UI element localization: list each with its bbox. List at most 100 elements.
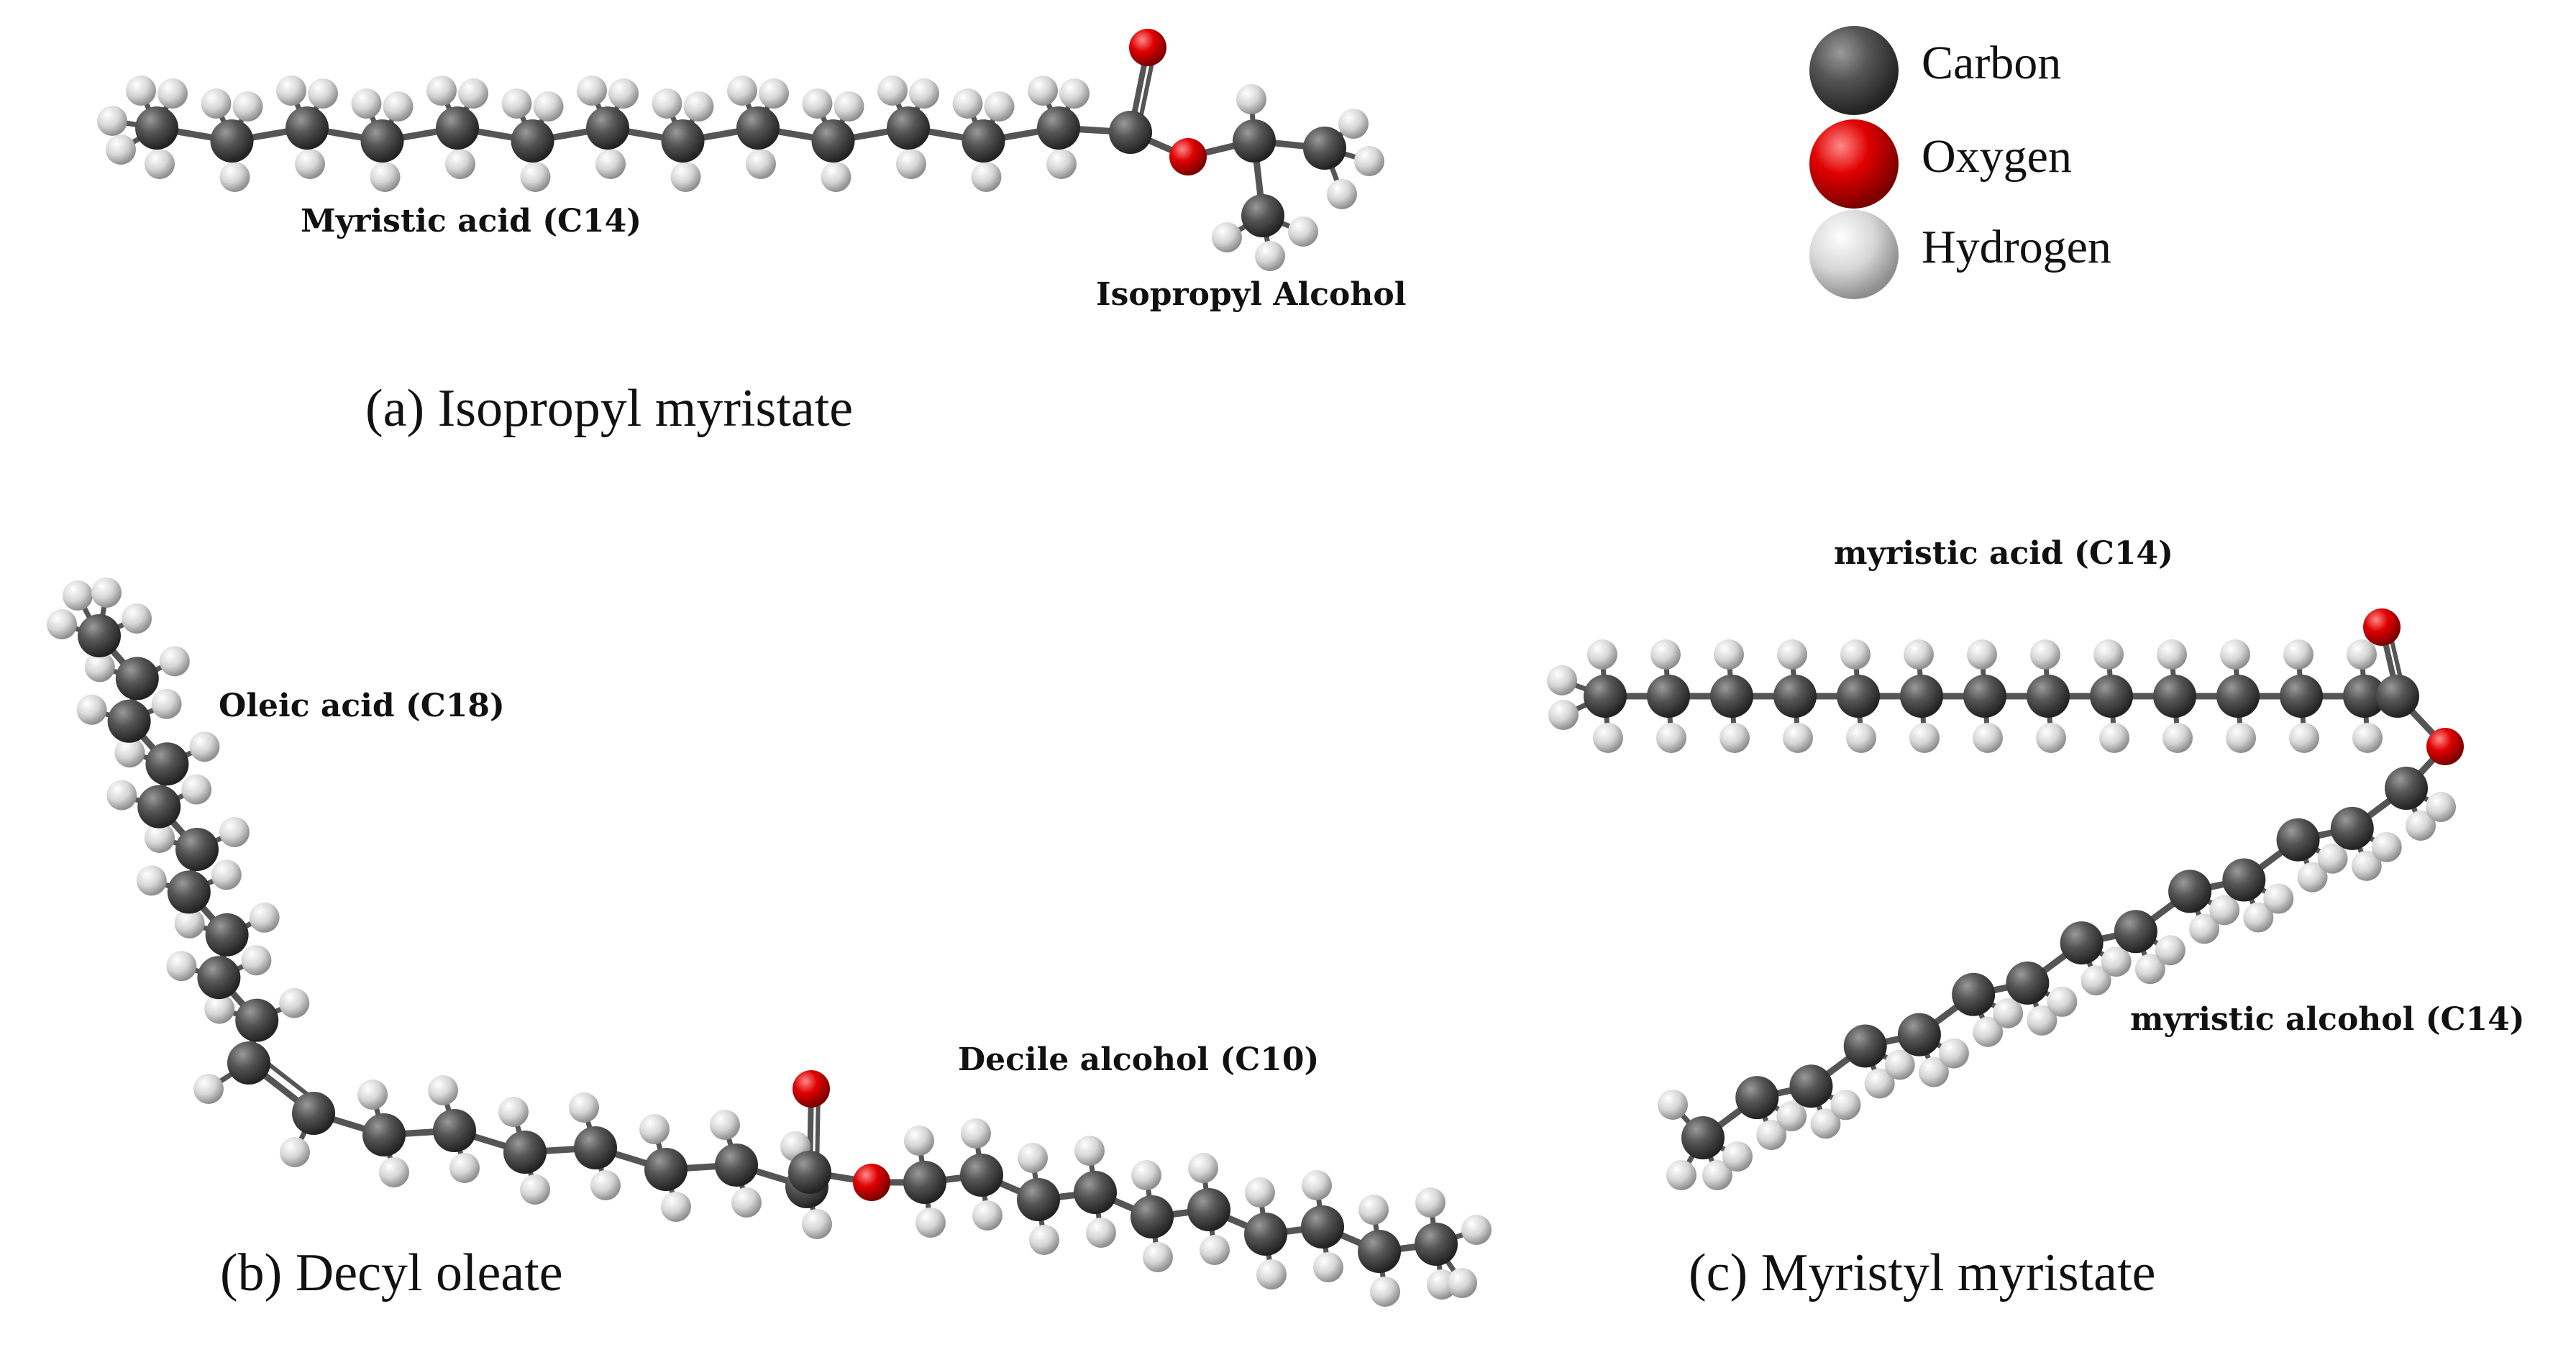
carbon-atom <box>1681 1116 1725 1159</box>
hydrogen-atom <box>2155 935 2186 966</box>
hydrogen-atom <box>458 78 488 109</box>
carbon-atom <box>360 119 404 163</box>
carbon-atom <box>1301 1205 1344 1249</box>
hydrogen-atom <box>2371 831 2402 862</box>
hydrogen-atom <box>1288 216 1318 247</box>
hydrogen-atom <box>201 88 232 119</box>
legend-swatch-oxygen <box>1809 119 1899 209</box>
hydrogen-atom <box>219 817 250 847</box>
carbon-atom <box>644 1148 688 1191</box>
carbon-atom <box>2276 818 2320 862</box>
caption-a: (a) Isopropyl myristate <box>365 379 854 438</box>
hydrogen-atom <box>2162 723 2193 753</box>
hydrogen-atom <box>145 823 175 853</box>
hydrogen-atom <box>1143 1242 1173 1272</box>
carbon-atom <box>175 828 219 871</box>
legend-label-hydrogen: Hydrogen <box>1922 221 2111 273</box>
hydrogen-atom <box>909 78 939 109</box>
hydrogen-atom <box>370 162 401 192</box>
hydrogen-atom <box>193 1074 224 1104</box>
label-isopropyl-alcohol: Isopropyl Alcohol <box>1096 276 1407 313</box>
carbon-atom <box>107 699 151 743</box>
hydrogen-atom <box>1909 723 1940 753</box>
carbon-atom <box>2343 675 2386 718</box>
carbon-atom <box>887 106 930 150</box>
hydrogen-atom <box>295 149 325 179</box>
carbon-atom <box>197 956 241 1000</box>
hydrogen-atom <box>1846 723 1876 753</box>
hydrogen-atom <box>2220 639 2250 670</box>
hydrogen-atom <box>1783 723 1813 753</box>
carbon-atom <box>788 1151 831 1194</box>
hydrogen-atom <box>731 1187 762 1218</box>
carbon-atom <box>235 998 279 1042</box>
carbon-atom <box>2027 675 2070 718</box>
hydrogen-atom <box>683 91 714 122</box>
hydrogen-atom <box>1776 1101 1807 1132</box>
hydrogen-atom <box>727 76 757 106</box>
carbon-atom <box>1584 675 1627 718</box>
hydrogen-atom <box>1415 1187 1445 1218</box>
oxygen-atom <box>2426 728 2464 765</box>
hydrogen-atom <box>984 91 1015 122</box>
atoms-layer <box>47 29 2464 1307</box>
hydrogen-atom <box>219 162 250 192</box>
label-oleic-acid: Oleic acid (C18) <box>219 688 505 724</box>
hydrogen-atom <box>2351 850 2382 881</box>
legend-swatch-carbon <box>1809 26 1899 115</box>
hydrogen-atom <box>1702 1160 1732 1190</box>
carbon-atom <box>1843 1024 1887 1068</box>
hydrogen-atom <box>1918 1056 1949 1087</box>
hydrogen-atom <box>426 76 457 106</box>
label-myristic-acid-a: Myristic acid (C14) <box>301 203 642 239</box>
hydrogen-atom <box>1327 179 1357 209</box>
oxygen-atom <box>853 1164 890 1201</box>
carbon-atom <box>292 1092 335 1135</box>
hydrogen-atom <box>1028 76 1058 106</box>
hydrogen-atom <box>1245 1177 1275 1208</box>
hydrogen-atom <box>2226 723 2256 753</box>
hydrogen-atom <box>2289 723 2319 753</box>
hydrogen-atom <box>972 1200 1002 1231</box>
hydrogen-atom <box>106 780 137 811</box>
carbon-atom <box>1017 1178 1060 1221</box>
hydrogen-atom <box>1840 639 1871 670</box>
hydrogen-atom <box>802 88 833 119</box>
carbon-atom <box>2280 675 2323 718</box>
hydrogen-atom <box>595 149 626 179</box>
carbon-atom <box>137 785 181 829</box>
carbon-atom <box>167 870 211 914</box>
hydrogen-atom <box>1074 1136 1105 1166</box>
hydrogen-atom <box>2209 895 2240 926</box>
hydrogen-atom <box>1656 723 1686 753</box>
carbon-atom <box>1241 194 1284 237</box>
hydrogen-atom <box>1086 1218 1116 1248</box>
hydrogen-atom <box>1864 1068 1895 1099</box>
hydrogen-atom <box>84 652 115 683</box>
hydrogen-atom <box>639 1114 670 1144</box>
carbon-atom <box>1303 127 1346 170</box>
hydrogen-atom <box>91 578 122 608</box>
hydrogen-atom <box>1358 1195 1389 1225</box>
hydrogen-atom <box>915 1208 946 1238</box>
carbon-atom <box>960 1154 1003 1197</box>
carbon-atom <box>1037 106 1080 150</box>
hydrogen-atom <box>971 162 1002 192</box>
hydrogen-atom <box>670 162 701 192</box>
carbon-atom <box>227 1041 270 1085</box>
hydrogen-atom <box>383 91 414 122</box>
hydrogen-atom <box>204 993 235 1024</box>
legend-label-carbon: Carbon <box>1922 37 2062 89</box>
hydrogen-atom <box>1029 1225 1059 1255</box>
hydrogen-atom <box>498 1097 529 1127</box>
hydrogen-atom <box>2099 723 2129 753</box>
hydrogen-atom <box>122 603 152 634</box>
carbon-atom <box>1773 675 1817 718</box>
hydrogen-atom <box>1719 723 1750 753</box>
hydrogen-atom <box>351 88 382 119</box>
hydrogen-atom <box>877 76 908 106</box>
hydrogen-atom <box>189 731 220 762</box>
hydrogen-atom <box>1666 1160 1696 1190</box>
